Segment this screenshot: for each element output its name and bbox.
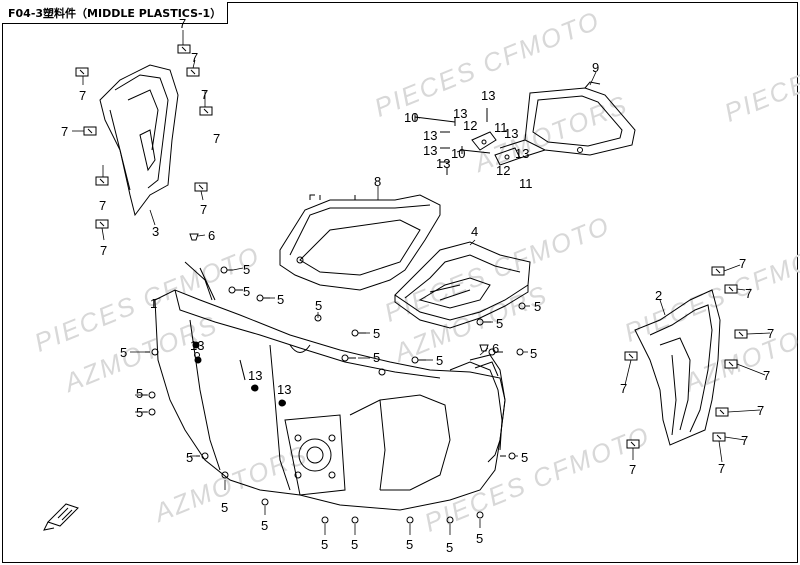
- callout-5: 5: [321, 537, 328, 552]
- callout-7: 7: [99, 198, 106, 213]
- callout-7: 7: [179, 16, 186, 31]
- callout-13: 13: [277, 382, 291, 397]
- callout-7: 7: [745, 286, 752, 301]
- callout-3: 3: [152, 224, 159, 239]
- callout-5: 5: [530, 346, 537, 361]
- callout-10: 10: [404, 110, 418, 125]
- part-10-bolt: [414, 113, 491, 154]
- callout-7: 7: [718, 461, 725, 476]
- callout-11: 11: [519, 176, 533, 191]
- part-9-bracket-frame: [499, 81, 636, 159]
- callout-5: 5: [243, 262, 250, 277]
- callout-5: 5: [221, 500, 228, 515]
- callout-8: 8: [374, 174, 381, 189]
- callout-5: 5: [496, 316, 503, 331]
- part-11-bracket: [471, 131, 521, 166]
- callout-12: 12: [496, 163, 510, 178]
- callout-6: 6: [492, 341, 499, 356]
- callout-5: 5: [436, 353, 443, 368]
- callout-13: 13: [453, 106, 467, 121]
- callout-7: 7: [201, 87, 208, 102]
- callout-7: 7: [741, 433, 748, 448]
- callout-7: 7: [100, 243, 107, 258]
- callout-7: 7: [61, 124, 68, 139]
- callout-7: 7: [191, 50, 198, 65]
- callout-11: 11: [494, 120, 508, 135]
- callout-7: 7: [757, 403, 764, 418]
- callout-7: 7: [629, 462, 636, 477]
- callout-13: 13: [423, 128, 437, 143]
- callout-5: 5: [521, 450, 528, 465]
- callout-7: 7: [79, 88, 86, 103]
- callout-7: 7: [763, 368, 770, 383]
- callout-7: 7: [200, 202, 207, 217]
- callout-5: 5: [373, 326, 380, 341]
- callout-13: 13: [190, 338, 204, 353]
- callout-labels: 7 7 7 7 7 7 7 7 7 3 6 5 5 5 1 5 5 5 5 5 …: [61, 16, 774, 555]
- callout-7: 7: [739, 256, 746, 271]
- callout-2: 2: [655, 288, 662, 303]
- part-1-main-body-panel: [154, 289, 506, 511]
- callout-7: 7: [767, 326, 774, 341]
- part-3-left-side-cover: [99, 64, 179, 217]
- callout-5: 5: [186, 450, 193, 465]
- leader-lines: [72, 30, 771, 535]
- callout-5: 5: [446, 540, 453, 555]
- callout-1: 1: [150, 296, 157, 311]
- callout-5: 5: [136, 386, 143, 401]
- direction-arrow-icon: [43, 503, 79, 531]
- callout-5: 5: [315, 298, 322, 313]
- callout-5: 5: [476, 531, 483, 546]
- callout-7: 7: [213, 131, 220, 146]
- callout-9: 9: [592, 60, 599, 75]
- callout-5: 5: [120, 345, 127, 360]
- callout-5: 5: [534, 299, 541, 314]
- callout-13: 13: [515, 146, 529, 161]
- part-8-long-cover: [279, 194, 441, 291]
- callout-7: 7: [620, 381, 627, 396]
- part-4-tray: [394, 241, 531, 329]
- callout-13: 13: [504, 126, 518, 141]
- callout-4: 4: [471, 224, 478, 239]
- trim-rod: [184, 261, 506, 463]
- callout-13: 13: [436, 156, 450, 171]
- callout-13: 13: [481, 88, 495, 103]
- callout-5: 5: [406, 537, 413, 552]
- callout-12: 12: [463, 118, 477, 133]
- callout-5: 5: [136, 405, 143, 420]
- callout-10: 10: [451, 146, 465, 161]
- callout-5: 5: [261, 518, 268, 533]
- callout-5: 5: [277, 292, 284, 307]
- callout-13: 13: [248, 368, 262, 383]
- callout-13: 13: [423, 143, 437, 158]
- part-2-right-side-cover: [634, 289, 721, 446]
- callout-5: 5: [373, 350, 380, 365]
- diagram-title: F04-3塑料件（MIDDLE PLASTICS-1）: [2, 2, 229, 24]
- callout-6: 6: [208, 228, 215, 243]
- callout-5: 5: [351, 537, 358, 552]
- callout-5: 5: [243, 284, 250, 299]
